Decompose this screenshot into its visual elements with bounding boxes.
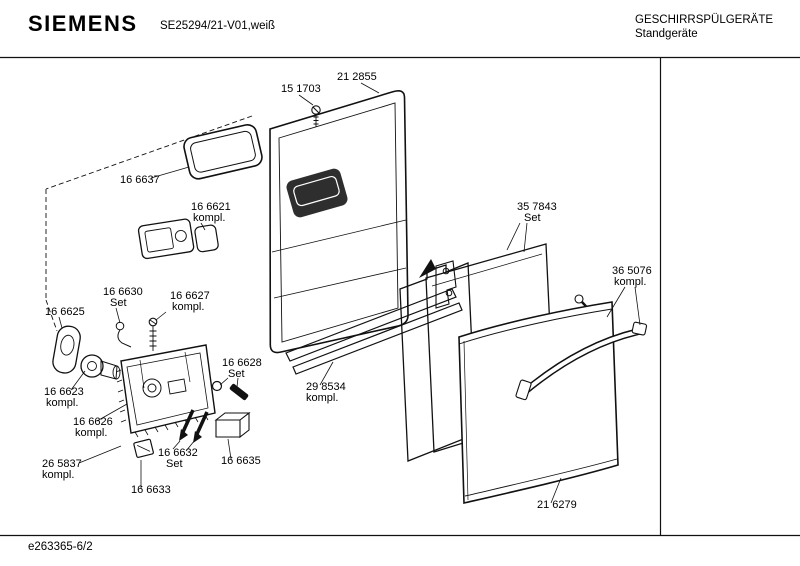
model-number: SE25294/21-V01,weiß bbox=[160, 20, 276, 32]
part-seal-166637 bbox=[183, 123, 263, 180]
part-label-298534: 29 8534 bbox=[306, 381, 346, 393]
part-label-166627: 16 6627 bbox=[170, 290, 210, 302]
part-label-357843: 35 7843 bbox=[517, 201, 557, 213]
hinge-bracket bbox=[419, 259, 457, 309]
construction-guides bbox=[45, 115, 253, 332]
part-grommet-166625 bbox=[52, 325, 81, 374]
part-bushing-166623 bbox=[80, 354, 121, 380]
part-screw-151703 bbox=[311, 105, 321, 127]
part-outer-door-216279 bbox=[458, 301, 619, 504]
part-pin-set-166628 bbox=[211, 380, 249, 401]
part-plate-166633 bbox=[133, 438, 154, 458]
leader-lines bbox=[58, 82, 641, 504]
brand-logo: SIEMENS bbox=[28, 11, 138, 36]
part-rails-298534 bbox=[285, 288, 463, 375]
product-type: Standgeräte bbox=[635, 28, 698, 40]
part-label-166625: 16 6625 bbox=[45, 306, 85, 318]
part-handle-365076 bbox=[515, 321, 648, 401]
part-levers-166632 bbox=[179, 409, 209, 443]
part-note-166632: Set bbox=[166, 458, 183, 470]
part-note-357843: Set bbox=[524, 212, 541, 224]
part-label-166630: 16 6630 bbox=[103, 286, 143, 298]
part-label-265837: 26 5837 bbox=[42, 458, 82, 470]
page-header: SIEMENS SE25294/21-V01,weiß GESCHIRRSPÜL… bbox=[0, 0, 800, 57]
part-label-166621: 16 6621 bbox=[191, 201, 231, 213]
document-number: e263365-6/2 bbox=[28, 541, 93, 553]
part-label-166633: 16 6633 bbox=[131, 484, 171, 496]
part-label-216279: 21 6279 bbox=[537, 499, 577, 511]
page-rules bbox=[0, 56, 800, 537]
part-label-212855: 21 2855 bbox=[337, 71, 377, 83]
part-dispenser-166621 bbox=[137, 218, 219, 260]
part-labels: 15 1703 21 2855 16 6637 16 6621 kompl. 1… bbox=[42, 71, 652, 511]
part-note-166626: kompl. bbox=[75, 427, 107, 439]
part-note-166628: Set bbox=[228, 368, 245, 380]
product-category: GESCHIRRSPÜLGERÄTE Standgeräte bbox=[635, 13, 773, 41]
part-label-166628: 16 6628 bbox=[222, 357, 262, 369]
part-box-166635 bbox=[214, 411, 251, 439]
part-label-151703: 15 1703 bbox=[281, 83, 321, 95]
part-label-166626: 16 6626 bbox=[73, 416, 113, 428]
part-label-166637: 16 6637 bbox=[120, 174, 160, 186]
part-note-298534: kompl. bbox=[306, 392, 338, 404]
product-line: GESCHIRRSPÜLGERÄTE bbox=[635, 14, 774, 26]
part-note-166623: kompl. bbox=[46, 397, 78, 409]
part-inner-door-212855 bbox=[269, 90, 409, 354]
part-label-166635: 16 6635 bbox=[221, 455, 261, 467]
part-label-166623: 16 6623 bbox=[44, 386, 84, 398]
part-label-166632: 16 6632 bbox=[158, 447, 198, 459]
part-note-365076: kompl. bbox=[614, 276, 646, 288]
part-clip-166630 bbox=[115, 321, 132, 348]
part-base-assembly bbox=[115, 344, 216, 438]
part-note-166621: kompl. bbox=[193, 212, 225, 224]
part-label-365076: 36 5076 bbox=[612, 265, 652, 277]
part-note-166627: kompl. bbox=[172, 301, 204, 313]
part-note-265837: kompl. bbox=[42, 469, 74, 481]
page-footer: e263365-6/2 bbox=[0, 535, 800, 566]
part-note-166630: Set bbox=[110, 297, 127, 309]
part-spring-screw-166627 bbox=[148, 317, 158, 351]
